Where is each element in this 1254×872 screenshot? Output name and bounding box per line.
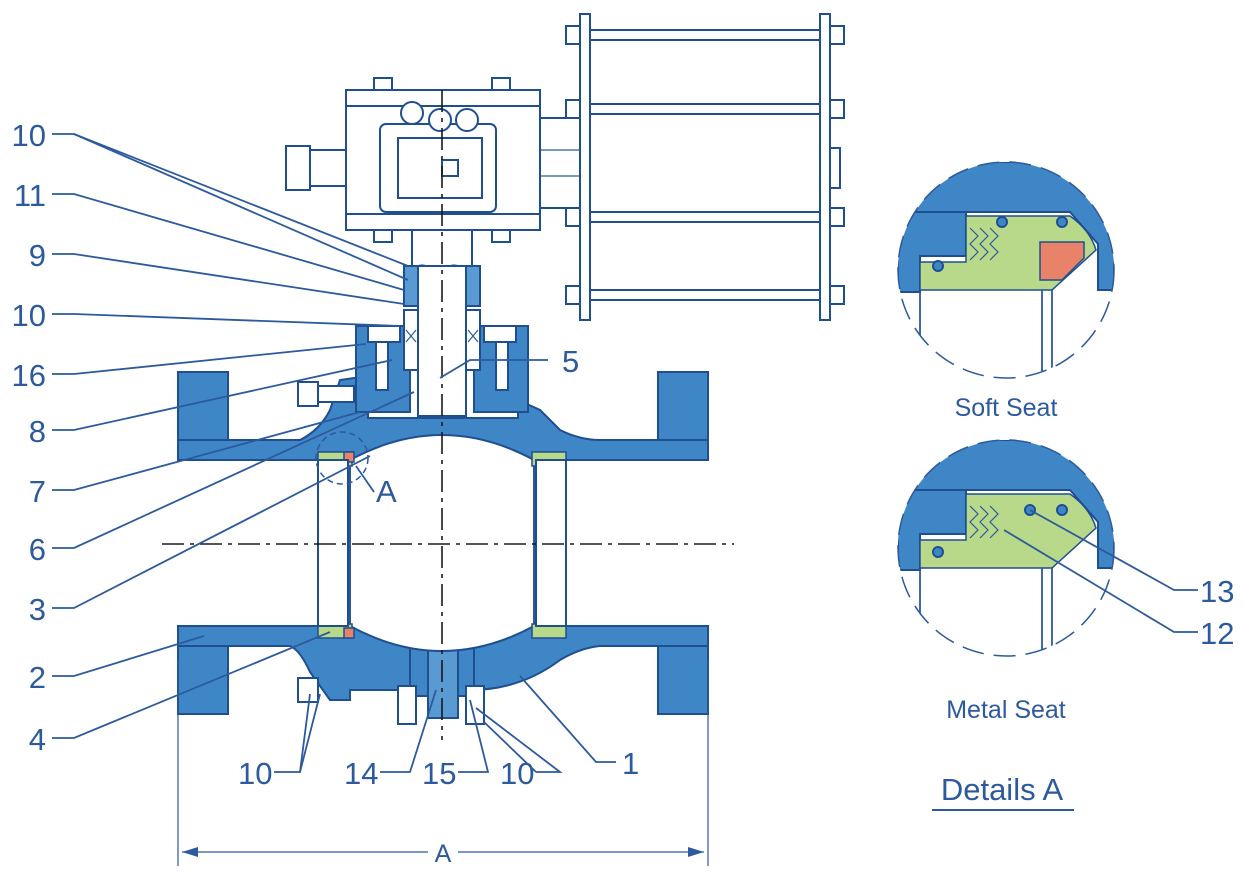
callout-8: 8 — [29, 414, 46, 449]
leader-5 — [439, 359, 548, 379]
callout-10-bottom-right: 10 — [500, 756, 534, 791]
callout-12: 12 — [1200, 616, 1234, 651]
leader-detail-a — [355, 465, 375, 493]
soft-seat-caption: Soft Seat — [955, 394, 1058, 422]
callout-13: 13 — [1200, 574, 1234, 609]
callout-15: 15 — [422, 756, 456, 791]
callout-6: 6 — [29, 532, 46, 567]
callout-2: 2 — [29, 660, 46, 695]
callout-16: 16 — [12, 358, 46, 393]
actuator-frame — [539, 13, 845, 321]
leader-10-bottom-left — [274, 693, 311, 773]
callout-14: 14 — [344, 756, 378, 791]
leader-1 — [519, 675, 616, 763]
metal-seat-detail — [897, 439, 1198, 657]
details-a-title: Details A — [941, 772, 1064, 807]
callout-11: 11 — [14, 178, 46, 213]
gearbox-head — [285, 77, 541, 243]
callout-leaders-left — [52, 133, 415, 739]
leader-14 — [380, 689, 437, 773]
metal-seat-caption: Metal Seat — [946, 696, 1066, 724]
dimension-a-label: A — [435, 840, 452, 867]
leader-10-bottom-right — [475, 707, 563, 773]
callout-3: 3 — [29, 592, 46, 627]
callout-9: 9 — [29, 238, 46, 273]
callout-5: 5 — [562, 344, 579, 379]
callout-1: 1 — [622, 746, 639, 781]
callout-10-middle: 10 — [12, 298, 46, 333]
callout-10-bottom-left: 10 — [238, 756, 272, 791]
callout-10-top: 10 — [12, 118, 46, 153]
soft-seat-detail — [897, 161, 1115, 379]
detail-a-marker: A — [376, 474, 397, 509]
valve-body — [177, 309, 709, 725]
callout-4: 4 — [29, 722, 46, 757]
leader-15 — [458, 699, 490, 773]
callout-7: 7 — [29, 474, 46, 509]
